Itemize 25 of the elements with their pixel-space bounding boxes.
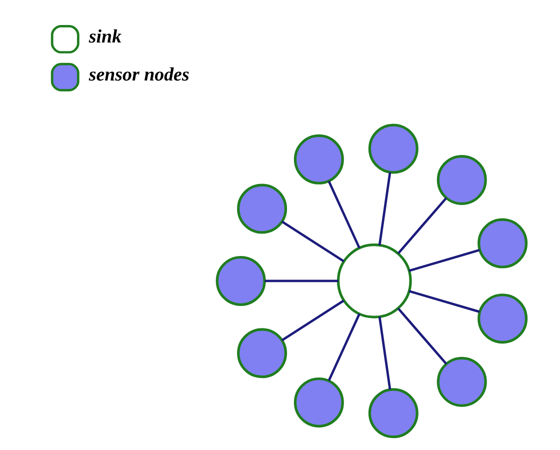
connector (408, 290, 480, 313)
connector (281, 300, 344, 342)
node-circle (436, 154, 487, 205)
connector (408, 248, 480, 272)
node-circle (368, 388, 418, 438)
connector (281, 220, 344, 262)
connector (378, 172, 392, 246)
node-circle (237, 328, 288, 378)
node-circle (436, 356, 487, 407)
node-circle (216, 256, 266, 306)
legend-label: sink (88, 26, 122, 48)
connector (328, 313, 360, 382)
connector (328, 180, 360, 249)
node-circle (478, 294, 528, 344)
node-circle (478, 218, 528, 268)
node-circle (237, 184, 288, 234)
connector (397, 308, 448, 365)
node-circle (294, 134, 344, 184)
node-circle (336, 244, 412, 318)
connector (397, 197, 448, 254)
node-circle (294, 377, 344, 428)
node-circle (368, 124, 418, 174)
connector (264, 280, 338, 282)
legend-label: sensor nodes (88, 64, 190, 86)
connector (378, 316, 392, 390)
